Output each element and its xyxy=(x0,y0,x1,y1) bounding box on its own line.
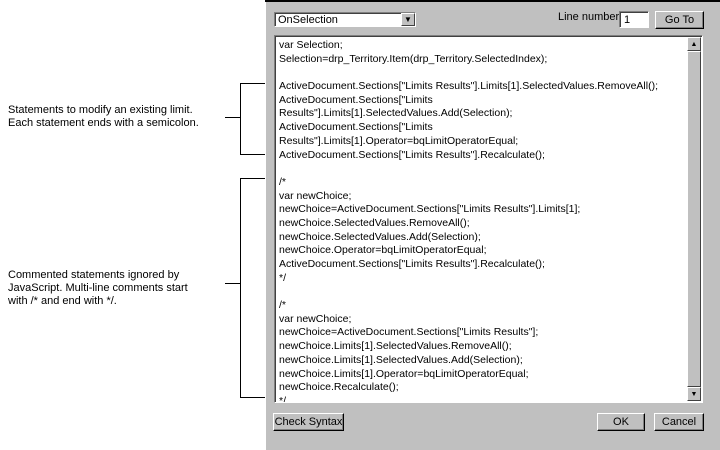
code-line[interactable]: /* xyxy=(279,175,287,188)
modify-statements-note: Statements to modify an existing limit. … xyxy=(8,104,199,129)
modify-statements-bracket xyxy=(240,83,269,155)
commented-statements-note: Commented statements ignored by JavaScri… xyxy=(8,269,188,307)
code-line[interactable]: var newChoice; xyxy=(279,189,352,202)
code-line[interactable]: newChoice.Limits[1].SelectedValues.Add(S… xyxy=(279,353,523,366)
event-select-value: OnSelection xyxy=(278,14,338,26)
code-line[interactable]: ActiveDocument.Sections["Limits Results"… xyxy=(279,258,545,270)
code-line[interactable]: newChoice=ActiveDocument.Sections["Limit… xyxy=(279,203,581,216)
line-number-input[interactable]: 1 xyxy=(619,11,649,28)
code-line[interactable]: ActiveDocument.Sections["Limits Results"… xyxy=(279,148,545,161)
code-line[interactable] xyxy=(279,285,684,299)
code-line[interactable]: ActiveDocument.Sections["Limits Results"… xyxy=(279,80,658,93)
script-editor[interactable]: var Selection;Selection=drp_Territory.It… xyxy=(274,35,703,403)
line-number-label: Line number xyxy=(558,11,620,23)
code-line[interactable]: newChoice.Limits[1].Operator=bqLimitOper… xyxy=(279,367,529,380)
code-line[interactable]: newChoice.SelectedValues.Add(Selection); xyxy=(279,230,481,243)
check-syntax-button[interactable]: Check Syntax xyxy=(273,413,344,431)
code-line[interactable]: Results"].Limits[1].Operator=bqLimitOper… xyxy=(279,134,519,147)
commented-statements-pointer xyxy=(225,283,240,284)
code-line[interactable]: /* xyxy=(279,299,287,312)
code-line[interactable]: Results"].Limits[1].SelectedValues.Add(S… xyxy=(279,107,513,120)
code-line[interactable]: */ xyxy=(279,394,287,403)
vertical-scrollbar[interactable]: ▲ ▼ xyxy=(687,37,701,401)
code-line[interactable] xyxy=(279,66,684,80)
cancel-button[interactable]: Cancel xyxy=(654,413,704,431)
scroll-up-icon[interactable]: ▲ xyxy=(687,37,701,51)
code-line[interactable]: var newChoice; xyxy=(279,312,352,325)
code-line[interactable]: ActiveDocument.Sections["Limits xyxy=(279,93,433,106)
code-line[interactable]: newChoice.Recalculate(); xyxy=(279,381,399,394)
code-line[interactable]: */ xyxy=(279,271,287,284)
code-line[interactable]: newChoice.Limits[1].SelectedValues.Remov… xyxy=(279,340,512,353)
code-line[interactable]: newChoice.SelectedValues.RemoveAll(); xyxy=(279,216,470,229)
code-line[interactable]: var Selection; xyxy=(279,39,343,51)
code-line[interactable]: Selection=drp_Territory.Item(drp_Territo… xyxy=(279,52,548,65)
ok-button[interactable]: OK xyxy=(597,413,645,431)
commented-statements-bracket xyxy=(240,178,269,398)
goto-button[interactable]: Go To xyxy=(655,11,704,29)
event-select[interactable]: OnSelection ▼ xyxy=(274,12,416,27)
code-line[interactable]: newChoice=ActiveDocument.Sections["Limit… xyxy=(279,326,539,339)
code-line[interactable] xyxy=(279,162,684,176)
script-code[interactable]: var Selection;Selection=drp_Territory.It… xyxy=(279,39,684,403)
code-line[interactable]: ActiveDocument.Sections["Limits xyxy=(279,121,433,134)
dialog-top-border xyxy=(265,0,720,2)
chevron-down-icon[interactable]: ▼ xyxy=(401,13,415,26)
scroll-down-icon[interactable]: ▼ xyxy=(687,387,701,401)
code-line[interactable]: newChoice.Operator=bqLimitOperatorEqual; xyxy=(279,244,487,257)
modify-statements-pointer xyxy=(225,117,240,118)
scroll-thumb[interactable] xyxy=(687,51,701,387)
